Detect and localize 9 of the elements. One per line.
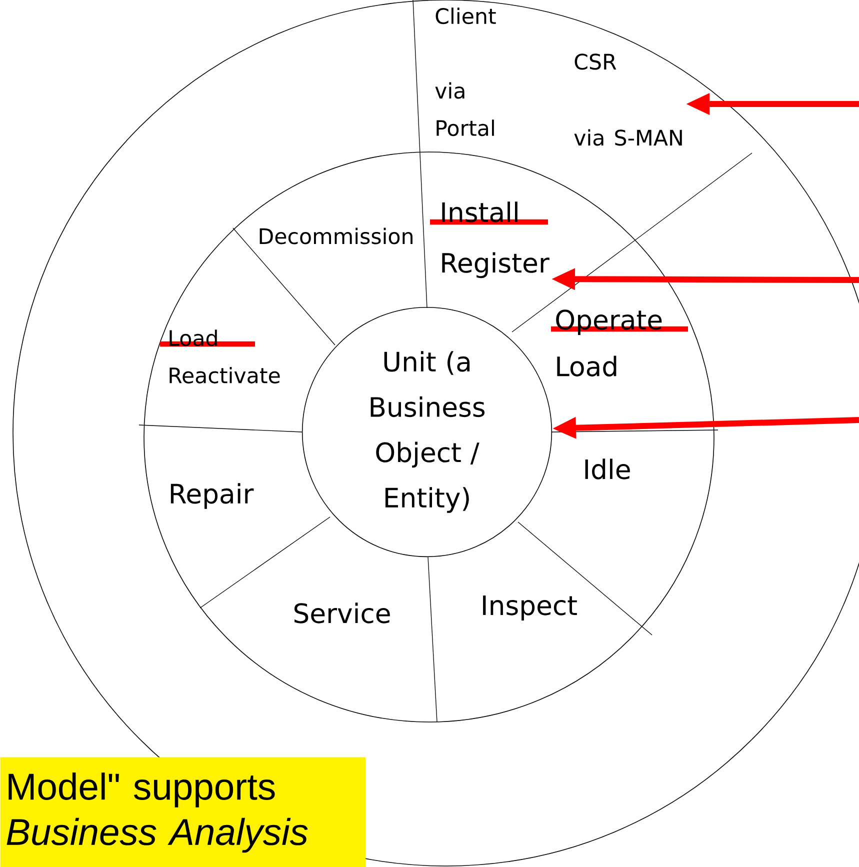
stage-label: Inspect [483, 596, 577, 620]
stage-label: CSR via S-MAN [574, 54, 682, 146]
stage-label: Client via Portal [435, 8, 496, 136]
stage-label: Install Register [442, 202, 550, 278]
note-box: Model" supports Business Analysis [0, 757, 366, 867]
stage-label: Service [294, 602, 390, 624]
stage-label: Repair [170, 483, 254, 509]
stage-label: Decommission [260, 228, 412, 244]
stage-label: Idle [585, 458, 630, 480]
